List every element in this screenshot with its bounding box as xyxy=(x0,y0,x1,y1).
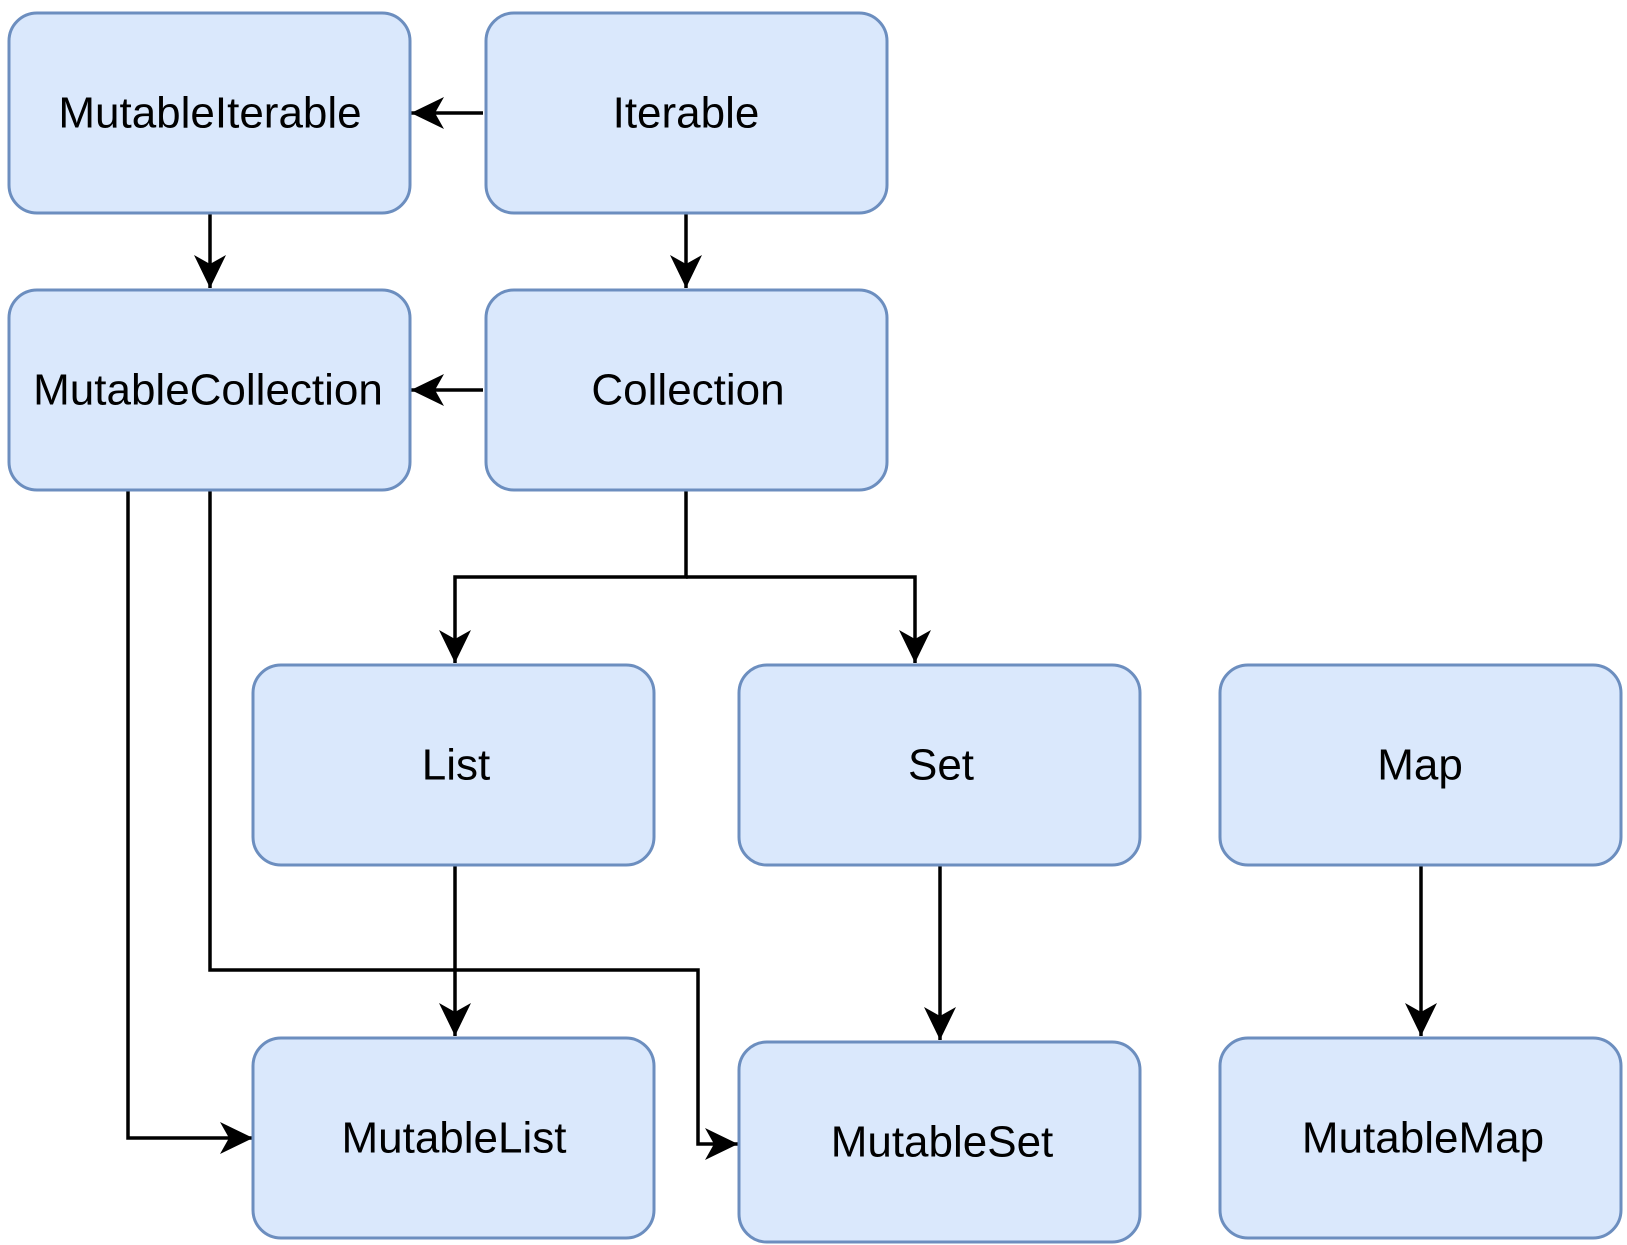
node-label: MutableIterable xyxy=(58,89,361,138)
node-set: Set xyxy=(737,663,1142,867)
edge-collection-to-set xyxy=(686,575,931,663)
node-collection: Collection xyxy=(484,288,889,492)
node-label: List xyxy=(422,741,490,790)
node-label: MutableMap xyxy=(1302,1114,1544,1163)
node-mutable-map: MutableMap xyxy=(1218,1036,1623,1240)
node-label: Set xyxy=(908,741,974,790)
node-mutable-collection: MutableCollection xyxy=(7,288,412,492)
node-label: MutableCollection xyxy=(33,366,383,415)
node-mutable-list: MutableList xyxy=(251,1036,656,1240)
node-label: Collection xyxy=(591,366,784,415)
node-label: Iterable xyxy=(613,89,760,138)
edges xyxy=(126,97,1437,1160)
node-label: MutableSet xyxy=(831,1118,1054,1167)
node-mutable-iterable: MutableIterable xyxy=(7,11,412,215)
node-map: Map xyxy=(1218,663,1623,867)
node-label: MutableList xyxy=(341,1114,566,1163)
node-label: Map xyxy=(1377,741,1463,790)
node-mutable-set: MutableSet xyxy=(737,1040,1142,1244)
edge-mutablecollection-to-mutablelist xyxy=(126,491,253,1154)
edge-mutablecollection-to-mutableset xyxy=(208,491,738,1160)
node-list: List xyxy=(251,663,656,867)
node-iterable: Iterable xyxy=(484,11,889,215)
edge-collection-to-list xyxy=(439,491,688,663)
